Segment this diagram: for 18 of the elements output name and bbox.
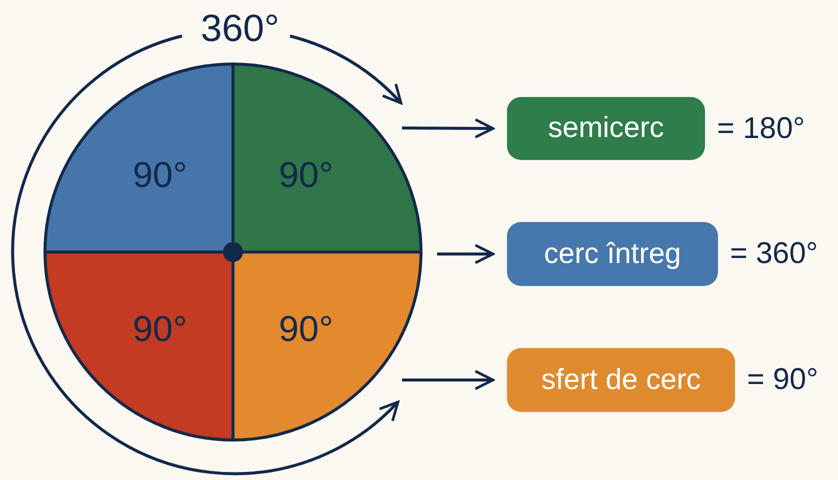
degree-value: = 360° (730, 239, 818, 269)
term-box: cerc întreg (507, 222, 718, 286)
quadrant (45, 64, 233, 252)
arrow (437, 244, 494, 264)
angle-label: 90° (278, 157, 334, 193)
degree-value: = 180° (717, 114, 805, 144)
angle-label: 90° (278, 311, 334, 347)
quadrant (45, 252, 233, 440)
total-angle-label: 360° (200, 10, 280, 48)
arrow (402, 118, 494, 139)
angle-label: 90° (132, 157, 188, 193)
term-box: sfert de cerc (507, 348, 735, 412)
arrow (402, 370, 494, 390)
quadrant (233, 64, 421, 252)
term-box: semicerc (507, 97, 705, 160)
quadrant (233, 252, 421, 440)
angle-label: 90° (132, 311, 188, 347)
degree-value: = 90° (747, 365, 818, 395)
